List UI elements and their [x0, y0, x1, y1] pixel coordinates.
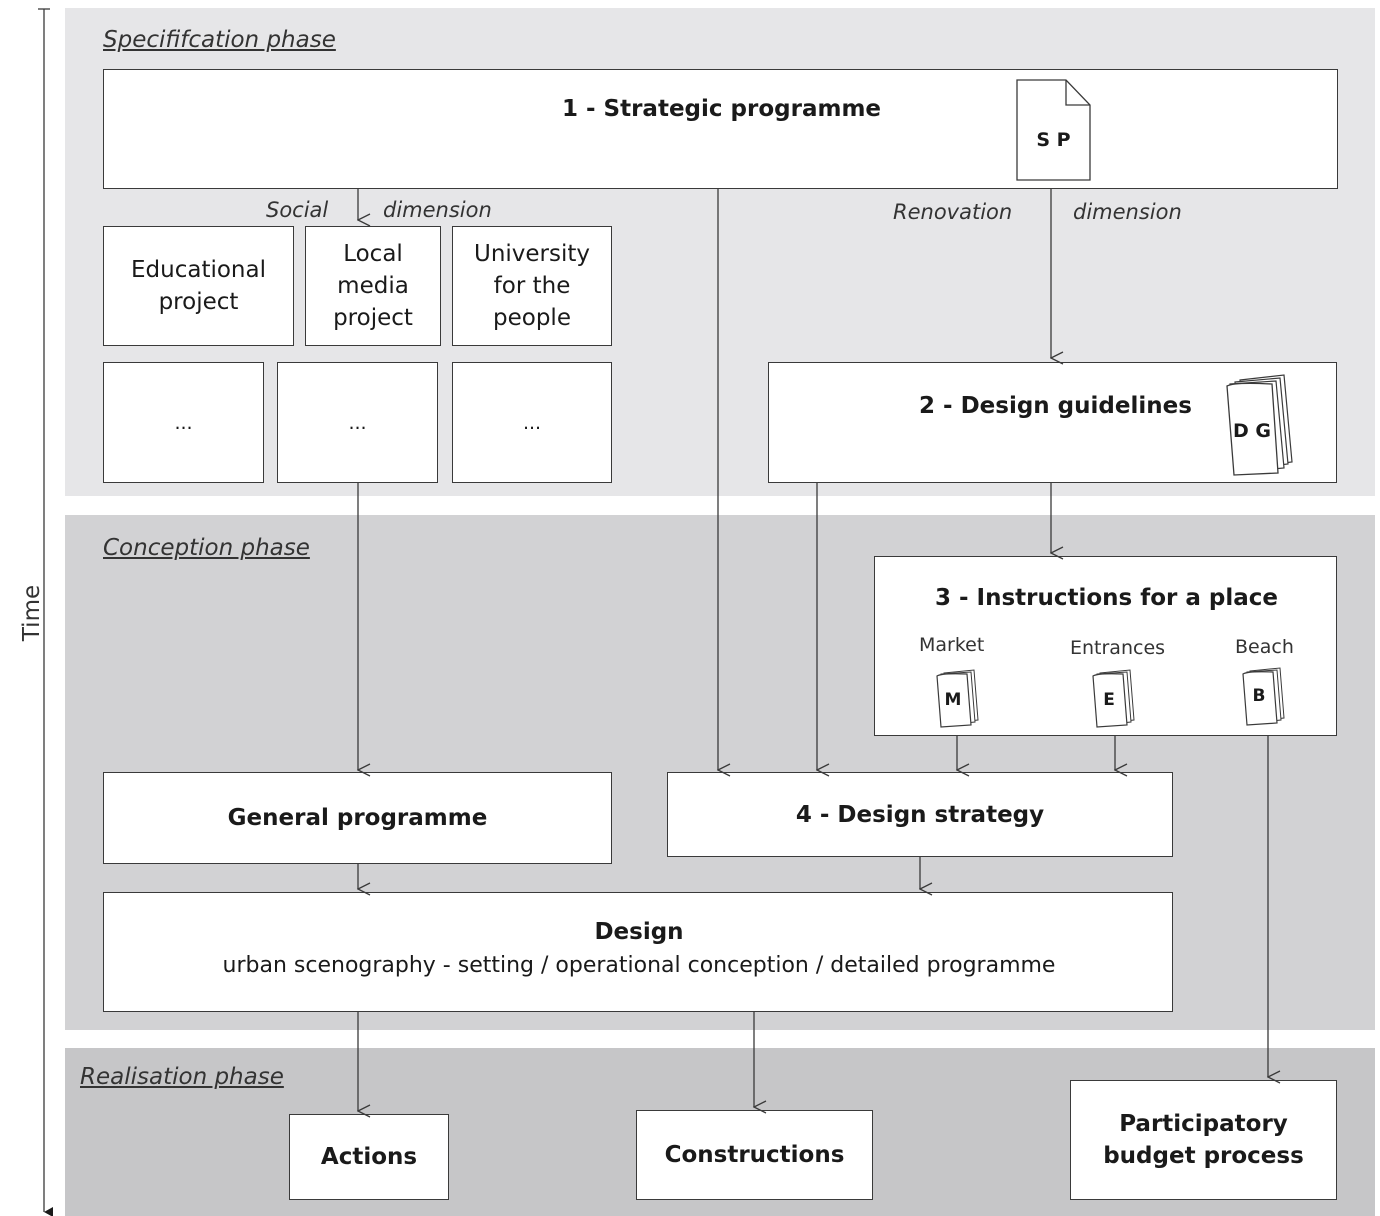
specification-phase-label: Specififcation phase [103, 27, 336, 53]
market-label: Market [919, 634, 985, 656]
social-dimension-label: dimension [383, 198, 492, 222]
constructions-label: Constructions [664, 1142, 845, 1168]
booklet-e-icon: E [1092, 668, 1136, 728]
design-box: Design urban scenography - setting / ope… [103, 892, 1173, 1012]
design-guidelines-title: 2 - Design guidelines [919, 393, 1192, 419]
document-dg-icon: D G [1226, 372, 1296, 476]
design-subtitle: urban scenography - setting / operationa… [222, 953, 1056, 978]
beach-label: Beach [1235, 636, 1294, 658]
renovation-label: Renovation [893, 200, 1013, 224]
participatory-budget-box: Participatory budget process [1070, 1080, 1337, 1200]
placeholder-project-label-2: ... [348, 411, 367, 434]
instructions-for-a-place-title: 3 - Instructions for a place [934, 585, 1279, 611]
general-programme-box: General programme [103, 772, 612, 864]
social-label: Social [266, 198, 329, 222]
local-media-project-box: Local media project [305, 226, 441, 346]
design-strategy-label: 4 - Design strategy [795, 801, 1045, 828]
booklet-m-icon: M [936, 668, 980, 728]
constructions-box: Constructions [636, 1110, 873, 1200]
booklet-b-icon: B [1242, 666, 1286, 726]
educational-project-label: Educational project [131, 257, 266, 315]
document-sp-label: S P [1036, 129, 1071, 151]
actions-label: Actions [320, 1144, 418, 1170]
renovation-dimension-label: dimension [1073, 200, 1182, 224]
educational-project-box: Educational project [103, 226, 294, 346]
conception-phase-label: Conception phase [103, 535, 310, 561]
placeholder-project-label-1: ... [174, 411, 193, 434]
booklet-e-label: E [1103, 690, 1115, 710]
university-for-the-people-box: University for the people [452, 226, 612, 346]
general-programme-label: General programme [227, 805, 488, 831]
participatory-line-1: Participatory [1119, 1111, 1288, 1137]
booklet-b-label: B [1252, 686, 1266, 706]
university-for-the-people-label: University for the people [473, 241, 591, 331]
actions-box: Actions [289, 1114, 449, 1200]
booklet-m-label: M [944, 690, 962, 710]
placeholder-project-box-1: ... [103, 362, 264, 483]
time-axis-label: Time [19, 584, 45, 642]
design-title: Design [594, 919, 684, 945]
placeholder-project-label-3: ... [522, 411, 542, 434]
entrances-label: Entrances [1070, 637, 1166, 659]
design-strategy-box: 4 - Design strategy [667, 772, 1173, 857]
strategic-programme-box: 1 - Strategic programme [103, 69, 1338, 189]
placeholder-project-box-2: ... [277, 362, 438, 483]
document-sp-icon: S P [1016, 79, 1091, 181]
participatory-line-2: budget process [1103, 1143, 1304, 1169]
strategic-programme-title: 1 - Strategic programme [561, 96, 882, 122]
local-media-project-label: Local media project [333, 241, 413, 331]
realisation-phase-label: Realisation phase [80, 1064, 284, 1090]
document-dg-label: D G [1233, 420, 1271, 442]
placeholder-project-box-3: ... [452, 362, 612, 483]
